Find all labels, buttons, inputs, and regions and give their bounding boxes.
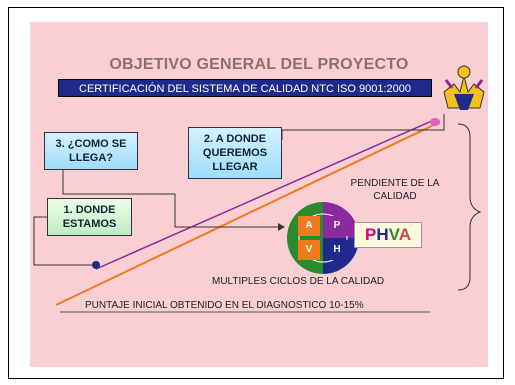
ciclos-label: MULTIPLES CICLOS DE LA CALIDAD bbox=[212, 276, 385, 287]
connector-box2 bbox=[281, 114, 445, 140]
start-point bbox=[92, 261, 100, 269]
slide: OBJETIVO GENERAL DEL PROYECTO CERTIFICAC… bbox=[30, 22, 488, 367]
puntaje-label: PUNTAJE INICIAL OBTENIDO EN EL DIAGNOSTI… bbox=[85, 300, 364, 311]
orange-slope-line bbox=[55, 121, 441, 306]
phva-logo: PHVA bbox=[354, 222, 422, 248]
slide-title: OBJETIVO GENERAL DEL PROYECTO bbox=[109, 56, 409, 73]
wheel-label-v: V bbox=[305, 244, 313, 255]
end-point bbox=[430, 118, 440, 126]
phva-wheel bbox=[287, 202, 359, 274]
certification-banner: CERTIFICACIÓN DEL SISTEMA DE CALIDAD NTC… bbox=[58, 79, 432, 97]
connector-box3 bbox=[62, 170, 278, 228]
connector-box1 bbox=[33, 216, 92, 266]
purple-slope-line bbox=[95, 119, 435, 270]
wheel-label-a: A bbox=[305, 220, 313, 231]
wheel-label-h: H bbox=[333, 244, 341, 255]
diagram-lines bbox=[33, 114, 482, 313]
wheel-label-p: P bbox=[333, 220, 341, 231]
right-brace bbox=[457, 123, 482, 291]
celebrating-figure-icon bbox=[443, 65, 485, 110]
